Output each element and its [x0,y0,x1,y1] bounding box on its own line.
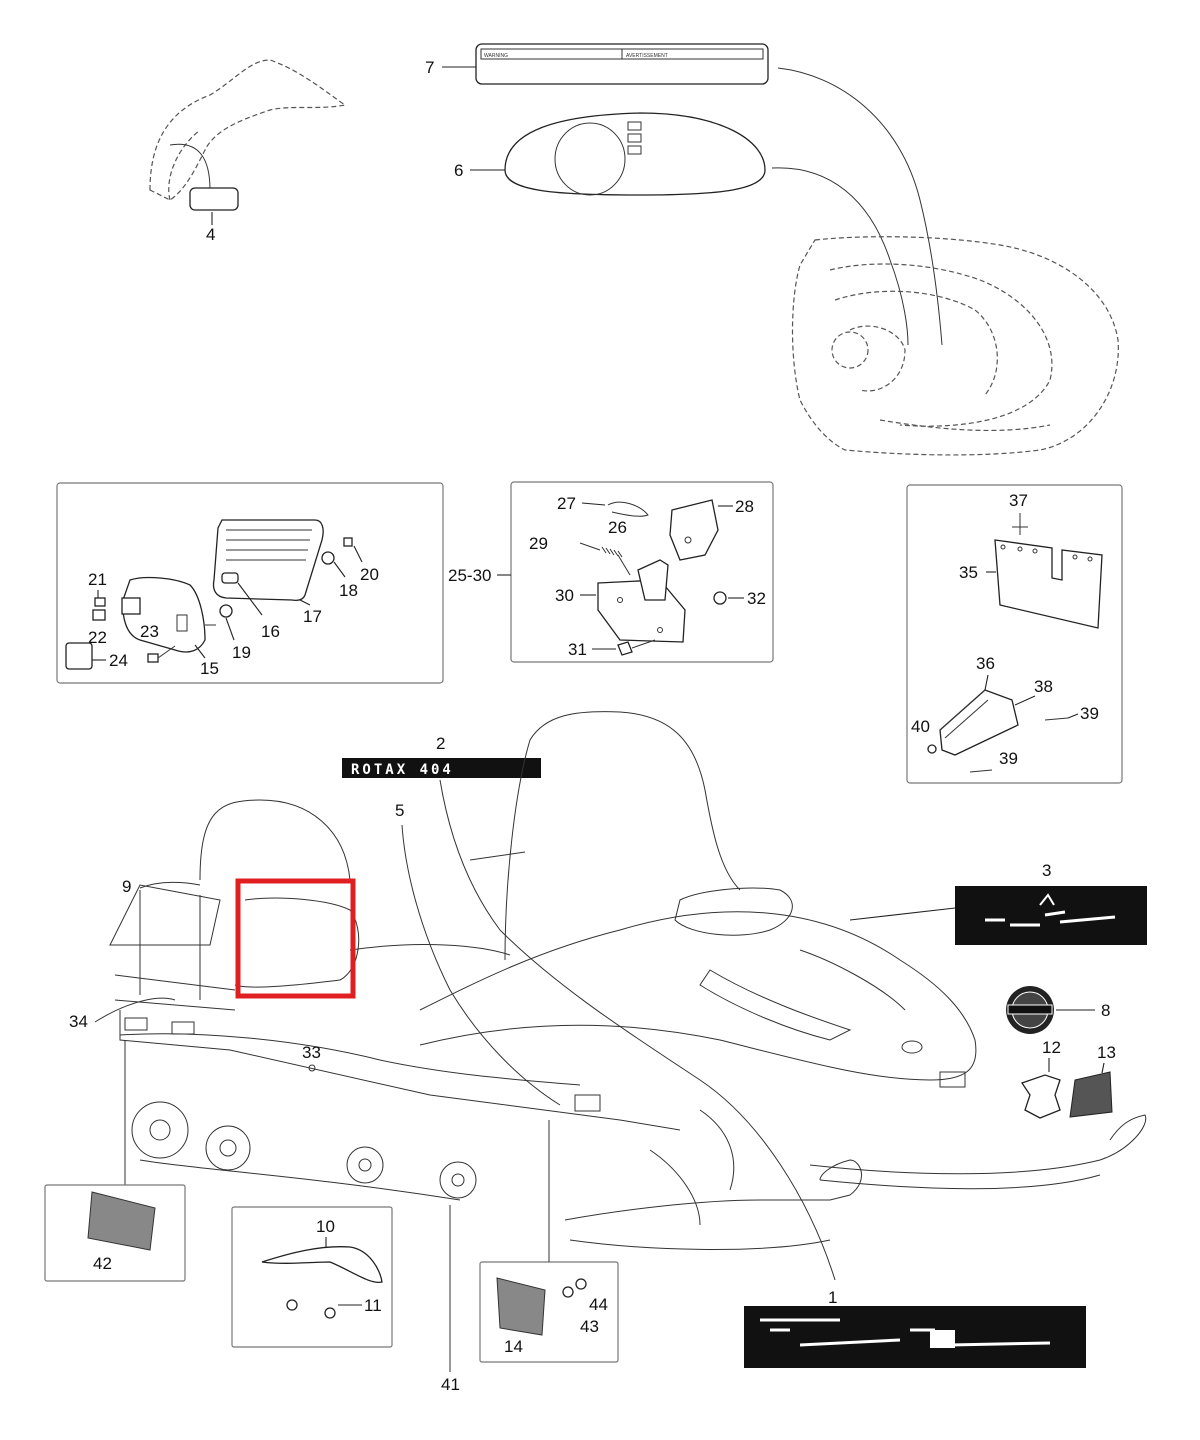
callout-33: 33 [302,1043,321,1062]
part-29-spring [579,542,631,576]
leader-2-to-1 [439,779,836,1281]
callout-2: 2 [436,734,445,753]
callout-24: 24 [109,651,128,670]
part-1-lynx-decal [744,1306,1086,1368]
callout-26: 26 [608,518,627,537]
callout-9: 9 [122,877,131,896]
callout-16: 16 [261,622,280,641]
warning-left-text: WARNING [484,53,508,59]
part-8-emblem [1006,986,1054,1034]
callout-35: 35 [959,563,978,582]
part-6-gauge-decal [504,112,766,196]
part-18-washer [321,551,335,565]
callout-42: 42 [93,1254,112,1273]
callout-13: 13 [1097,1043,1116,1062]
part-4-decal [189,187,239,211]
callout-5: 5 [395,801,404,820]
warning-right-text: AVERTISSEMENT [626,53,668,59]
callout-19: 19 [232,643,251,662]
part-21-22-clips [92,597,106,621]
callout-37: 37 [1009,491,1028,510]
leader-6-to-hood [771,167,909,346]
callout-21: 21 [88,570,107,589]
part-3-decal [955,886,1147,945]
part-19-washer [219,604,233,618]
part-10-cover [261,1246,383,1283]
part-43-washer [562,1286,574,1298]
rotax-decal-text: ROTAX 404 [351,762,454,778]
callout-40: 40 [911,717,930,736]
callout-34: 34 [69,1012,88,1031]
callout-39a: 39 [1080,704,1099,723]
part-7-warning-decal [475,43,769,85]
dashed-hood-outline [791,236,1119,456]
box-bracket-group [510,481,774,663]
box-taillight-group [56,482,444,684]
box-part-42 [44,1184,186,1282]
callout-20: 20 [360,565,379,584]
part-44-screw [575,1278,587,1290]
part-39-screws [969,717,1069,773]
callout-27: 27 [557,494,576,513]
callout-41: 41 [441,1375,460,1394]
box-part-10-11 [231,1206,393,1348]
highlight-box [235,878,356,999]
callout-7: 7 [425,58,434,77]
callout-14: 14 [504,1337,523,1356]
part-24-connector [65,642,93,670]
callout-6: 6 [454,161,463,180]
part-17-taillight-lens [212,519,324,601]
callout-30: 30 [555,586,574,605]
dashed-handle-outline [149,59,347,201]
part-32-nut [713,591,727,605]
callout-1: 1 [828,1288,837,1307]
callout-10: 10 [316,1217,335,1236]
part-30-plate [597,559,686,643]
part-11-screw-b [324,1307,336,1319]
callout-8: 8 [1101,1001,1110,1020]
callout-22: 22 [88,628,107,647]
callout-23: 23 [140,622,159,641]
part-26-27-pin [607,501,649,517]
part-13-reflector [1069,1071,1113,1118]
callout-38: 38 [1034,677,1053,696]
callout-25-30: 25-30 [448,566,491,585]
callout-32: 32 [747,589,766,608]
callout-17: 17 [303,607,322,626]
leader-7-to-hood [777,67,943,346]
part-28-bracket-block [669,499,719,561]
callout-39b: 39 [999,749,1018,768]
part-20-screw [343,537,353,547]
part-31-bolt [617,639,656,656]
callout-4: 4 [206,225,215,244]
part-35-mudflap [994,539,1103,629]
callout-28: 28 [735,497,754,516]
snowmobile-outline [109,711,1147,1250]
callout-18: 18 [339,581,358,600]
part-15-taillight-housing [121,576,216,653]
leader-4-wire [169,143,211,191]
part-11-screw-a [286,1299,298,1311]
part-16-bulb [221,572,239,584]
part-2-rotax-decal: ROTAX 404 [342,758,541,778]
part-23-screw [147,645,176,663]
track-bogie-wheels [131,1101,477,1199]
callout-43: 43 [580,1317,599,1336]
callout-12: 12 [1042,1038,1061,1057]
part-42-reflector [87,1191,156,1251]
callout-31: 31 [568,640,587,659]
part-14-reflector [496,1277,546,1336]
callout-36: 36 [976,654,995,673]
callout-29: 29 [529,534,548,553]
part-37-rivet [1012,513,1028,535]
callout-11: 11 [364,1296,382,1315]
callout-44: 44 [589,1295,608,1314]
part-40-washer [927,744,937,754]
part-12-clip [1020,1074,1061,1119]
callout-3: 3 [1042,861,1051,880]
callout-15: 15 [200,659,219,678]
box-mudflap-group [906,484,1123,784]
part-36-38-guard [939,689,1019,756]
